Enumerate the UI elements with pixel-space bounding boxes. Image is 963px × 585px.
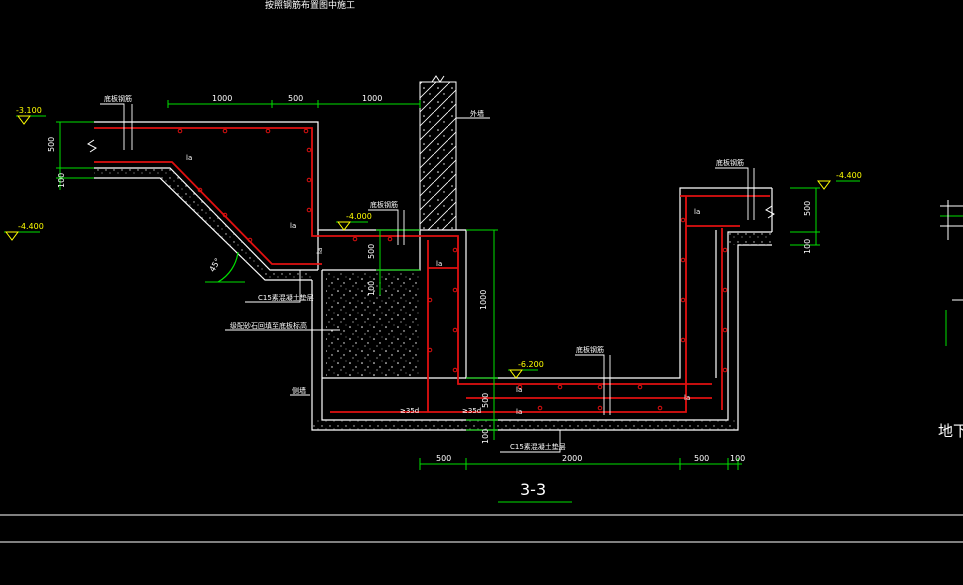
la-4: la <box>516 386 522 394</box>
la-6: la <box>694 208 700 216</box>
dim-base-500a: 500 <box>436 454 451 463</box>
dim-left-500: 500 <box>47 137 56 152</box>
dim-center-1000: 1000 <box>479 290 488 310</box>
bottom-right-label: 地下室 <box>938 422 963 440</box>
wall-column <box>419 75 457 231</box>
level-left-top: -3.100 <box>16 106 42 115</box>
la-2: la <box>290 222 296 230</box>
la-1: la <box>186 154 192 162</box>
base-slab-hatch <box>312 420 738 430</box>
dim-top-1000a: 1000 <box>212 94 232 103</box>
leader-lines <box>100 103 755 453</box>
dim-base-2000: 2000 <box>562 454 582 463</box>
level-left-mid: -4.400 <box>18 222 44 231</box>
dim-bottom-500: 500 <box>481 393 490 408</box>
level-center: -4.000 <box>346 212 372 221</box>
right-partial-detail <box>940 200 963 301</box>
dim-bottom-100: 100 <box>481 429 490 444</box>
dim-right-100: 100 <box>803 239 812 254</box>
tag-left-rebar: 底板钢筋 <box>104 94 132 103</box>
dimension-lines <box>4 100 963 470</box>
break-lines <box>87 139 775 219</box>
la-3: la <box>436 260 442 268</box>
level-bottom: -6.200 <box>518 360 544 369</box>
dim-base-100: 100 <box>730 454 745 463</box>
l35d-2: ≥35d <box>462 407 481 415</box>
tag-wall: 外墙 <box>470 109 484 118</box>
l35d-1: ≥35d <box>400 407 419 415</box>
dim-left-100: 100 <box>57 173 66 188</box>
rebar <box>94 127 770 413</box>
right-slab-hatch <box>728 232 772 245</box>
tag-c15a: C15素混凝土垫层 <box>258 293 314 302</box>
tag-bottom-rebar: 底板钢筋 <box>576 345 604 354</box>
la-7: la <box>684 394 690 402</box>
dim-right-500: 500 <box>803 201 812 216</box>
tag-c15b: C15素混凝土垫层 <box>510 442 566 451</box>
tag-center-rebar: 底板钢筋 <box>370 200 398 209</box>
level-right: -4.400 <box>836 171 862 180</box>
level-markers <box>5 115 831 379</box>
la-5: la <box>516 408 522 416</box>
tag-side: 侧墙 <box>292 386 306 395</box>
backfill-area <box>326 272 420 376</box>
rebar-dots <box>177 128 728 411</box>
dim-top-500: 500 <box>288 94 303 103</box>
la-8: la <box>316 248 324 254</box>
section-title: 3-3 <box>520 480 546 499</box>
top-note: 按照钢筋布置图中施工 <box>265 0 355 11</box>
dim-top-1000b: 1000 <box>362 94 382 103</box>
tag-right-rebar: 底板钢筋 <box>716 158 744 167</box>
dim-center-100: 100 <box>367 281 376 296</box>
dim-center-500: 500 <box>367 244 376 259</box>
tag-backfill: 级配砂石回填至底板标高 <box>230 321 307 330</box>
dim-base-500b: 500 <box>694 454 709 463</box>
dim-angle: 45° <box>208 257 223 274</box>
